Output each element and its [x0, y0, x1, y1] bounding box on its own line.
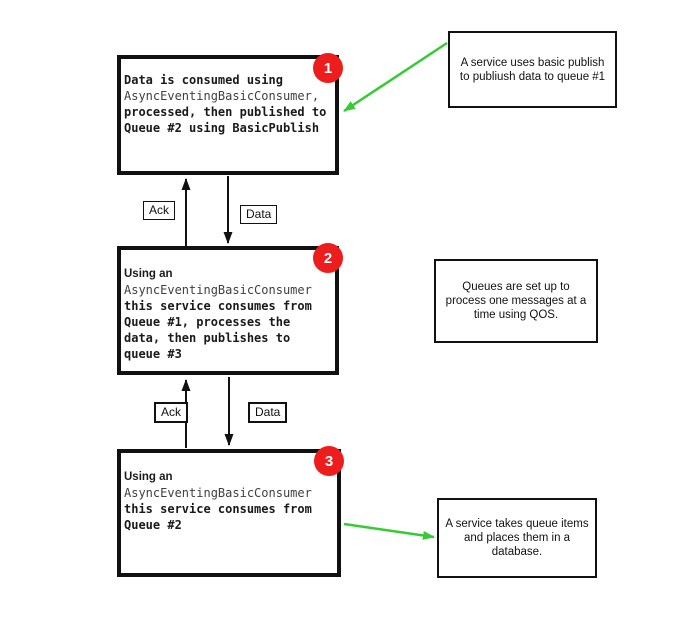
note-qos: Queues are set up to process one message… [434, 259, 598, 343]
step-badge-2: 2 [313, 243, 343, 273]
data-label-2: Data [248, 402, 288, 423]
process-box-1-line: Data is consumed using [124, 73, 283, 87]
process-box-2-line: data, then publishes to [124, 331, 291, 345]
process-box-2-line: Using an [124, 268, 173, 280]
note-basic-publish: A service uses basic publish to publiush… [448, 31, 617, 108]
process-box-3-line: Queue #2 [124, 518, 182, 532]
process-box-3-line: Using an [124, 471, 173, 483]
data-label-1: Data [240, 205, 278, 224]
note-database: A service takes queue items and places t… [437, 498, 597, 578]
green-connector-arrow-note1-to-box1 [343, 41, 448, 113]
step-badge-3: 3 [314, 446, 344, 476]
process-box-3: Using an AsyncEventingBasicConsumer this… [117, 449, 341, 577]
process-box-1: Data is consumed using AsyncEventingBasi… [117, 55, 339, 175]
green-connector-arrow-box3-to-note3 [343, 522, 435, 540]
process-box-3-line: AsyncEventingBasicConsumer [124, 486, 312, 500]
process-box-3-line: this service consumes from [124, 502, 312, 516]
process-box-1-line: processed, then published to [124, 105, 327, 119]
ack-label-2: Ack [154, 402, 189, 423]
process-box-2: Using an AsyncEventingBasicConsumer this… [117, 246, 339, 375]
process-box-2-line: AsyncEventingBasicConsumer [124, 283, 312, 297]
step-badge-1: 1 [313, 53, 343, 83]
process-box-2-line: this service consumes from [124, 299, 312, 313]
process-box-1-line: Queue #2 using BasicPublish [124, 121, 320, 135]
ack-label-1: Ack [143, 201, 176, 220]
process-box-2-line: queue #3 [124, 347, 182, 361]
process-box-1-line: AsyncEventingBasicConsumer, [124, 89, 320, 103]
process-box-2-line: Queue #1, processes the [124, 315, 291, 329]
